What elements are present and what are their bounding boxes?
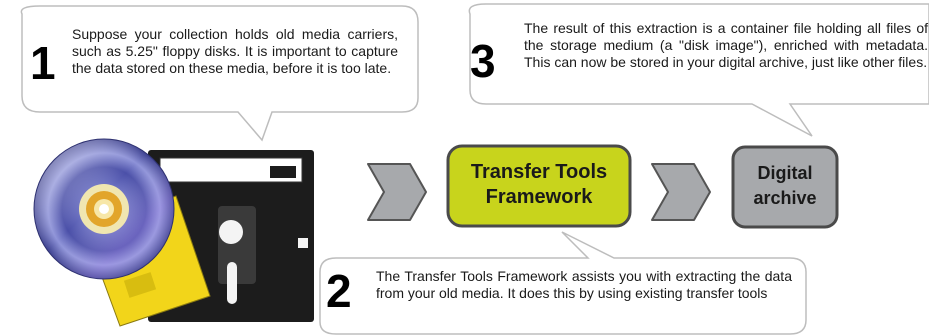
floppy-disk-icon xyxy=(83,150,314,327)
chevron-arrow-icon xyxy=(651,163,711,221)
speech-bubble-1 xyxy=(20,5,419,142)
step-1-text: Suppose your collection holds old media … xyxy=(72,26,398,76)
framework-box xyxy=(446,144,632,228)
archive-label-line2: archive xyxy=(753,188,817,208)
chevron-arrow-icon xyxy=(367,163,427,221)
step-3-number: 3 xyxy=(470,35,496,87)
archive-label: Digital archive xyxy=(733,161,837,211)
step-2-number: 2 xyxy=(326,265,352,317)
cd-disc-icon xyxy=(33,138,175,280)
speech-bubble-3 xyxy=(468,3,929,137)
speech-bubble-2 xyxy=(319,231,807,335)
framework-label-line1: Transfer Tools xyxy=(470,161,608,183)
framework-label-line2: Framework xyxy=(485,186,593,208)
step-3-text: The result of this extraction is a conta… xyxy=(524,20,928,70)
archive-box xyxy=(731,145,839,229)
framework-label: Transfer Tools Framework xyxy=(448,160,630,210)
step-1-number: 1 xyxy=(30,37,56,89)
archive-label-line1: Digital xyxy=(757,163,813,183)
step-2-text: The Transfer Tools Framework assists you… xyxy=(376,268,792,301)
